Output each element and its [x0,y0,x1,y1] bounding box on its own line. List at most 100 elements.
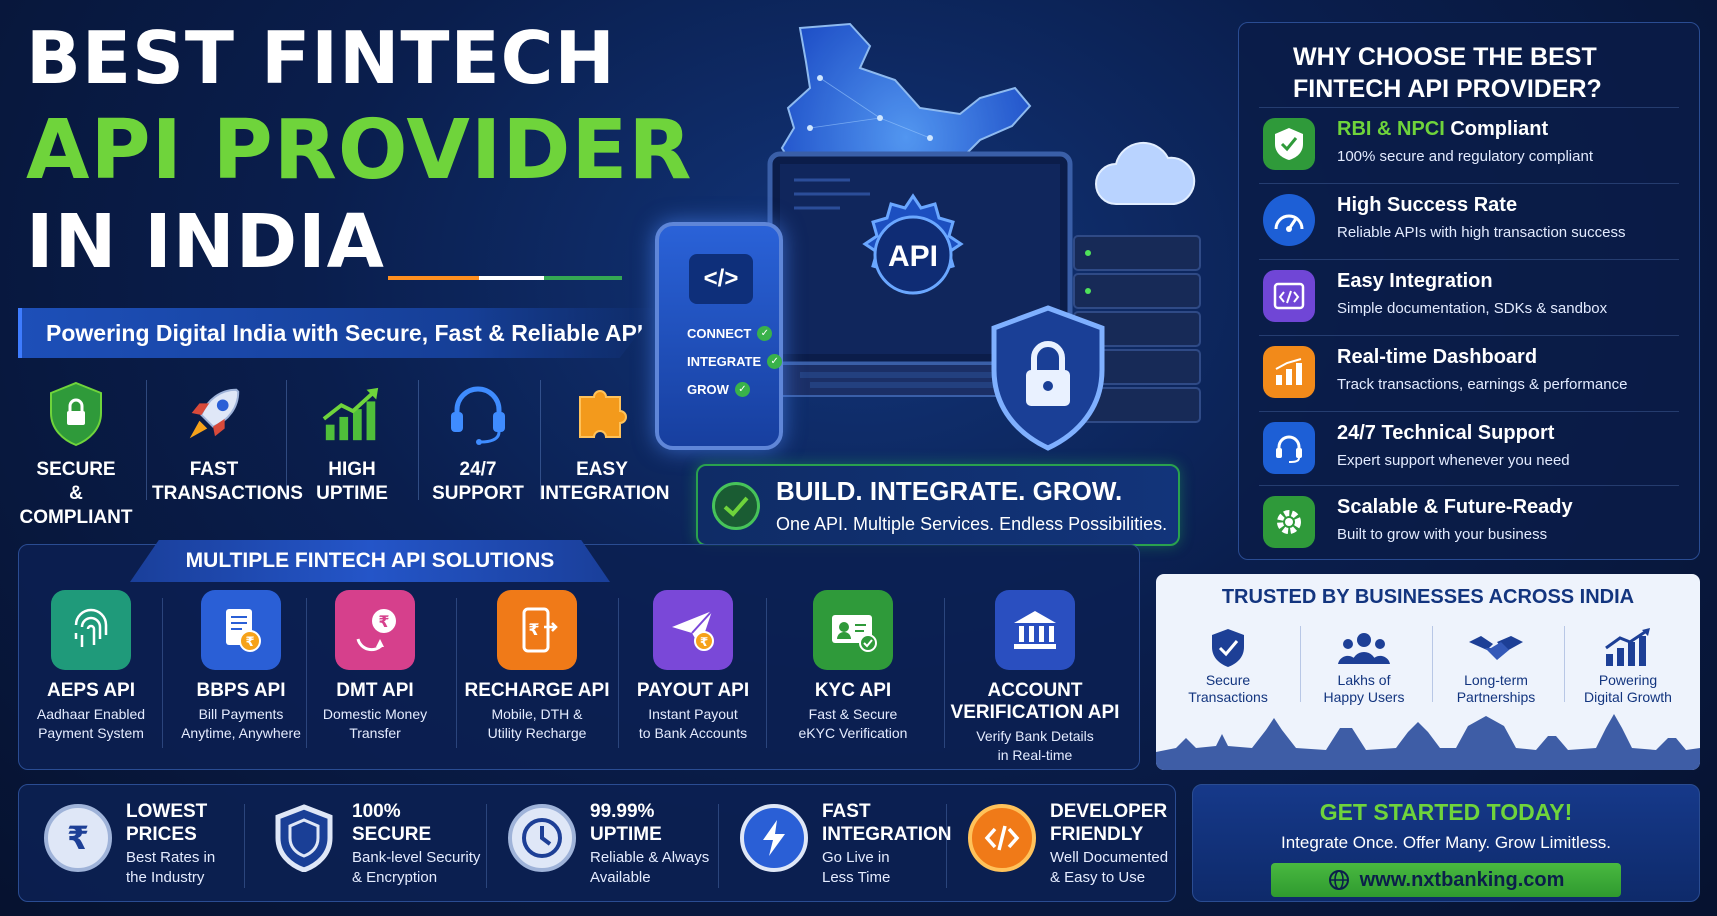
why-subtext: Expert support whenever you need [1337,452,1570,469]
solution-name: KYC API [814,680,892,701]
benefit-subtext: Well Documented& Easy to Use [1050,849,1169,886]
svg-text:₹: ₹ [378,612,389,631]
website-link-button[interactable]: www.nxtbanking.com [1271,863,1621,897]
gear-icon [1263,496,1315,548]
why-subtext: Built to grow with your business [1337,526,1548,543]
india-skyline-illustration [1156,714,1700,770]
build-subheading: One API. Multiple Services. Endless Poss… [776,514,1168,534]
headset-icon [446,380,510,448]
id-card-icon [813,590,893,670]
why-choose-panel: WHY CHOOSE THE BEST FINTECH API PROVIDER… [1238,22,1700,560]
money-transfer-icon: ₹ [335,590,415,670]
feature-label-1: HIGH [328,459,376,480]
divider [766,598,767,748]
feature-label-2: TRANSACTIONS [152,483,303,504]
website-url: www.nxtbanking.com [1359,868,1565,891]
why-heading: 24/7 Technical Support [1337,422,1555,444]
divider [540,380,541,500]
mobile-recharge-icon: ₹ [497,590,577,670]
divider [486,804,487,888]
build-heading: BUILD. INTEGRATE. GROW. [776,476,1123,506]
phone-step-grow: GROW✓ [687,382,750,397]
feature-support: 24/7 SUPPORT [416,372,540,512]
phone-step-connect: CONNECT✓ [687,326,773,341]
divider [418,380,419,500]
divider [1432,626,1433,702]
solution-desc: Mobile, DTH &Utility Recharge [487,706,587,741]
why-title: WHY CHOOSE THE BEST FINTECH API PROVIDER… [1293,43,1602,103]
speedometer-icon [1263,194,1315,246]
bank-icon [995,590,1075,670]
divider [1564,626,1565,702]
divider [1300,626,1301,702]
check-icon: ✓ [734,382,750,397]
trusted-title: TRUSTED BY BUSINESSES ACROSS INDIA [1221,586,1635,608]
shield-check-icon [1263,118,1315,170]
api-label: API [888,240,938,273]
shield-lock-icon [44,380,108,448]
trusted-panel: TRUSTED BY BUSINESSES ACROSS INDIA Secur… [1156,574,1700,770]
feature-label-2: SUPPORT [432,483,524,504]
why-item-dashboard: Real-time Dashboard Track transactions, … [1259,335,1679,409]
svg-text:₹: ₹ [245,635,254,650]
divider [162,598,163,748]
hero-title-line1: BEST FINTECH [26,16,616,100]
code-window-icon [1263,270,1315,322]
phone-step-integrate: INTEGRATE✓ [687,354,783,369]
why-subtext: Reliable APIs with high transaction succ… [1337,224,1626,241]
divider [146,380,147,500]
why-item-support: 24/7 Technical Support Expert support wh… [1259,411,1679,485]
feature-label-2: INTEGRATION [540,483,670,504]
check-circle-icon [712,482,760,530]
cta-heading: GET STARTED TODAY! [1319,799,1573,825]
benefit-secure: 100%SECURE Bank-level Security& Encrypti… [270,796,498,896]
svg-text:₹: ₹ [700,635,708,649]
why-item-scalable: Scalable & Future-Ready Built to grow wi… [1259,485,1679,559]
divider [244,804,245,888]
solutions-title: MULTIPLE FINTECH API SOLUTIONS [130,540,610,582]
why-subtext: 100% secure and regulatory compliant [1337,148,1593,165]
growth-chart-icon [320,380,384,448]
why-heading: RBI & NPCI Compliant [1337,118,1549,140]
clock-icon [508,804,576,872]
bar-chart-icon [1263,346,1315,398]
why-subtext: Simple documentation, SDKs & sandbox [1337,300,1608,317]
check-icon: ✓ [767,354,783,369]
users-icon [1300,624,1428,672]
tagline-banner: Powering Digital India with Secure, Fast… [18,308,658,358]
divider [718,804,719,888]
feature-label-1: FAST [189,459,239,480]
trusted-item-partnerships: Long-term Partnerships [1432,624,1560,706]
divider [456,598,457,748]
tricolor-divider [362,276,622,280]
divider [618,598,619,748]
benefit-heading: 99.99%UPTIME [590,801,662,845]
code-icon [968,804,1036,872]
divider [306,598,307,748]
code-icon: </> [689,254,753,304]
why-item-compliant: RBI & NPCI Compliant 100% secure and reg… [1259,107,1679,181]
feature-label-1: SECURE [36,459,116,480]
why-heading: Real-time Dashboard [1337,346,1538,368]
headset-icon [1263,422,1315,474]
solution-name: BBPS API [196,680,286,701]
phone-illustration: </> CONNECT✓ INTEGRATE✓ GROW✓ [655,222,783,450]
